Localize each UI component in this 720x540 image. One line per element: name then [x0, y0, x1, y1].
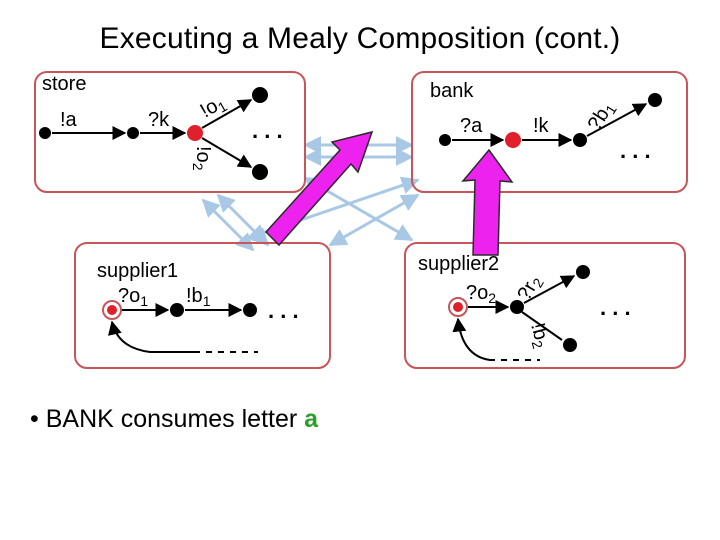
store-initial-state [39, 127, 51, 139]
store-label-out-a: !a [60, 109, 78, 131]
supplier2-current-state [453, 302, 463, 312]
svg-text:?o1: ?o1 [118, 285, 148, 309]
consume-arrow-left [264, 130, 374, 247]
svg-text:?b1: ?b1 [584, 97, 620, 135]
supplier2-state-b2 [563, 338, 577, 352]
supplier1-label-in-o1: ?o [118, 285, 140, 307]
supplier1-ellipsis: . . . [268, 298, 299, 323]
supplier1-state-b1 [243, 303, 257, 317]
channel-supplier1-supplier2 [328, 193, 420, 247]
highlight-arrows [264, 130, 514, 256]
svg-text:!o2: !o2 [190, 146, 214, 171]
supplier2-ellipsis: . . . [600, 295, 631, 320]
store-automaton: store !a ?k !o1 !o2 . . . [39, 73, 283, 180]
supplier2-box [404, 242, 686, 369]
bank-state-k [573, 133, 587, 147]
supplier2-state-r2 [576, 265, 590, 279]
store-state-o1 [252, 87, 268, 103]
bank-current-state [505, 132, 521, 148]
store-box [34, 71, 306, 193]
store-state-2 [127, 127, 139, 139]
slide-title: Executing a Mealy Composition (cont.) [99, 22, 621, 55]
store-label-out-o2: !o [192, 146, 214, 163]
supplier1-current-state [107, 305, 117, 315]
bullet-marker: • [30, 405, 39, 433]
supplier1-box [74, 242, 331, 369]
bullet-text: BANK consumes letter [45, 405, 305, 433]
supplier1-automaton: supplier1 ?o1 !b1 . . . [97, 260, 299, 354]
bank-box [411, 71, 688, 193]
bank-ellipsis: . . . [620, 138, 651, 163]
bullet-highlight-letter: a [304, 405, 319, 433]
bank-automaton: bank ?a !k ?b1 . . . [430, 80, 662, 163]
store-label-in-k: ?k [148, 109, 170, 131]
supplier2-state-o2 [510, 300, 524, 314]
svg-text:?o2: ?o2 [466, 282, 496, 306]
consume-arrow-right [461, 148, 514, 256]
bank-label: bank [430, 80, 474, 102]
channel-store-supplier1 [216, 193, 270, 247]
bullet-point: • BANK consumes letter a [30, 405, 318, 434]
channel-store-supplier1-b [201, 198, 255, 252]
supplier1-label-out-b1: !b [186, 285, 203, 307]
bank-label-in-a: ?a [460, 115, 483, 137]
supplier1-state-o1 [170, 303, 184, 317]
supplier2-label: supplier2 [418, 253, 499, 275]
supplier2-automaton: supplier2 ?o2 ?r2 !b2 . . . [418, 253, 631, 362]
store-ellipsis: . . . [252, 118, 283, 143]
supplier1-label: supplier1 [97, 260, 178, 282]
bank-initial-state [439, 134, 451, 146]
store-label: store [42, 73, 86, 95]
store-current-state [187, 125, 203, 141]
bank-label-out-k: !k [533, 115, 550, 137]
supplier2-label-out-b2: !b [526, 321, 552, 343]
bank-state-b1 [648, 93, 662, 107]
store-state-o2 [252, 164, 268, 180]
svg-text:!b1: !b1 [186, 285, 211, 309]
svg-text:!o1: !o1 [197, 91, 230, 124]
supplier2-label-in-o2: ?o [466, 282, 488, 304]
svg-text:!b2: !b2 [524, 321, 554, 351]
